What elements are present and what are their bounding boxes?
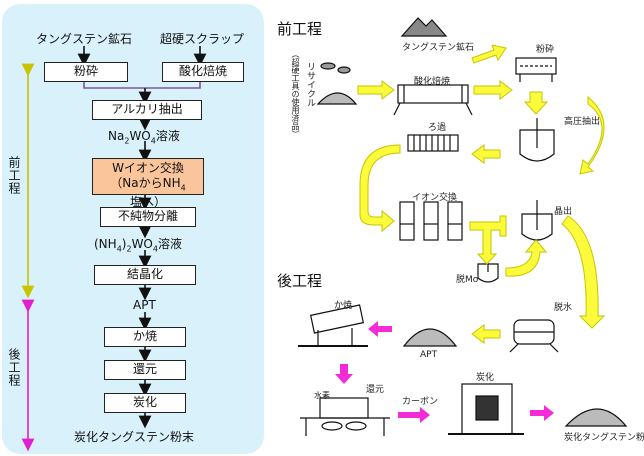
magenta-arrow [368, 321, 392, 337]
oxidizer-label: 酸化焙焼 [414, 77, 451, 87]
oxidize-step: 酸化焙焼 [162, 62, 244, 82]
ore-source-label: タングステン鉱石 [36, 32, 133, 46]
crystallization-step: 結晶化 [94, 265, 196, 285]
reduction-furnace-icon [319, 397, 369, 419]
recycle-label: リサイクル [305, 62, 315, 107]
ore-mountain-icon [400, 17, 448, 37]
scrap-source-label: 超硬スクラップ [160, 32, 245, 46]
hydrogen-label: 水素 [314, 391, 330, 400]
impurity-separation-step: 不純物分離 [100, 207, 196, 227]
recycle-pile-icon [316, 92, 358, 105]
crystal-label: 晶出 [554, 207, 573, 217]
back-process-label: 後工程 [7, 348, 21, 387]
crush-step: 粉砕 [44, 62, 128, 82]
calciner-icon [309, 304, 365, 334]
back-process-title: 後工程 [277, 272, 323, 290]
reduce-label: 還元 [366, 385, 385, 395]
recycle-sub-label: （超硬工具の使用済品） [291, 50, 300, 138]
filter-label: ろ過 [428, 123, 447, 133]
alkali-extract-step: アルカリ抽出 [92, 100, 202, 120]
carburize-step: 炭化 [104, 393, 186, 413]
calcine-step: か焼 [104, 327, 186, 347]
ore-label: タングステン鉱石 [402, 43, 475, 53]
crystallizer-icon [521, 213, 553, 241]
apt-label: APT [133, 298, 156, 312]
product-pile-icon [564, 408, 628, 427]
autoclave-icon [519, 129, 555, 162]
front-process-label: 前工程 [7, 156, 21, 195]
filter-press-icon [407, 134, 459, 152]
apt-pile-icon [402, 328, 458, 347]
product-label: 炭化タングステン粉末 [564, 433, 644, 443]
tungsten-carbide-product: 炭化タングステン粉末 [74, 430, 195, 444]
yellow-arrow [357, 80, 395, 100]
calcine-label: か焼 [334, 301, 353, 311]
demo-label: 脱Mo [456, 275, 479, 285]
extract-label: 高圧抽出 [564, 117, 601, 127]
ion-exchange-step: Wイオン交換 （NaからNH4塩へ） [92, 158, 204, 209]
crush-label: 粉砕 [536, 45, 555, 55]
demo-tank-icon [477, 263, 499, 283]
ammonium-tungstate-solution: (NH4)2WO4溶液 [94, 237, 182, 254]
rotary-kiln-icon [397, 84, 469, 104]
carburize-label: 炭化 [476, 373, 495, 383]
crusher-icon [515, 57, 557, 75]
ion-column-icon [399, 201, 415, 241]
apt-pile-label: APT [420, 350, 438, 360]
front-process-title: 前工程 [277, 20, 323, 38]
carbon-label: カーボン [402, 397, 439, 407]
recycle-parts-icon [320, 62, 336, 70]
dewater-label: 脱水 [554, 303, 573, 313]
reduce-step: 還元 [104, 360, 186, 380]
sodium-tungstate-solution: Na2WO4溶液 [108, 129, 180, 146]
ion-exchange-label: イオン交換 [412, 193, 458, 203]
